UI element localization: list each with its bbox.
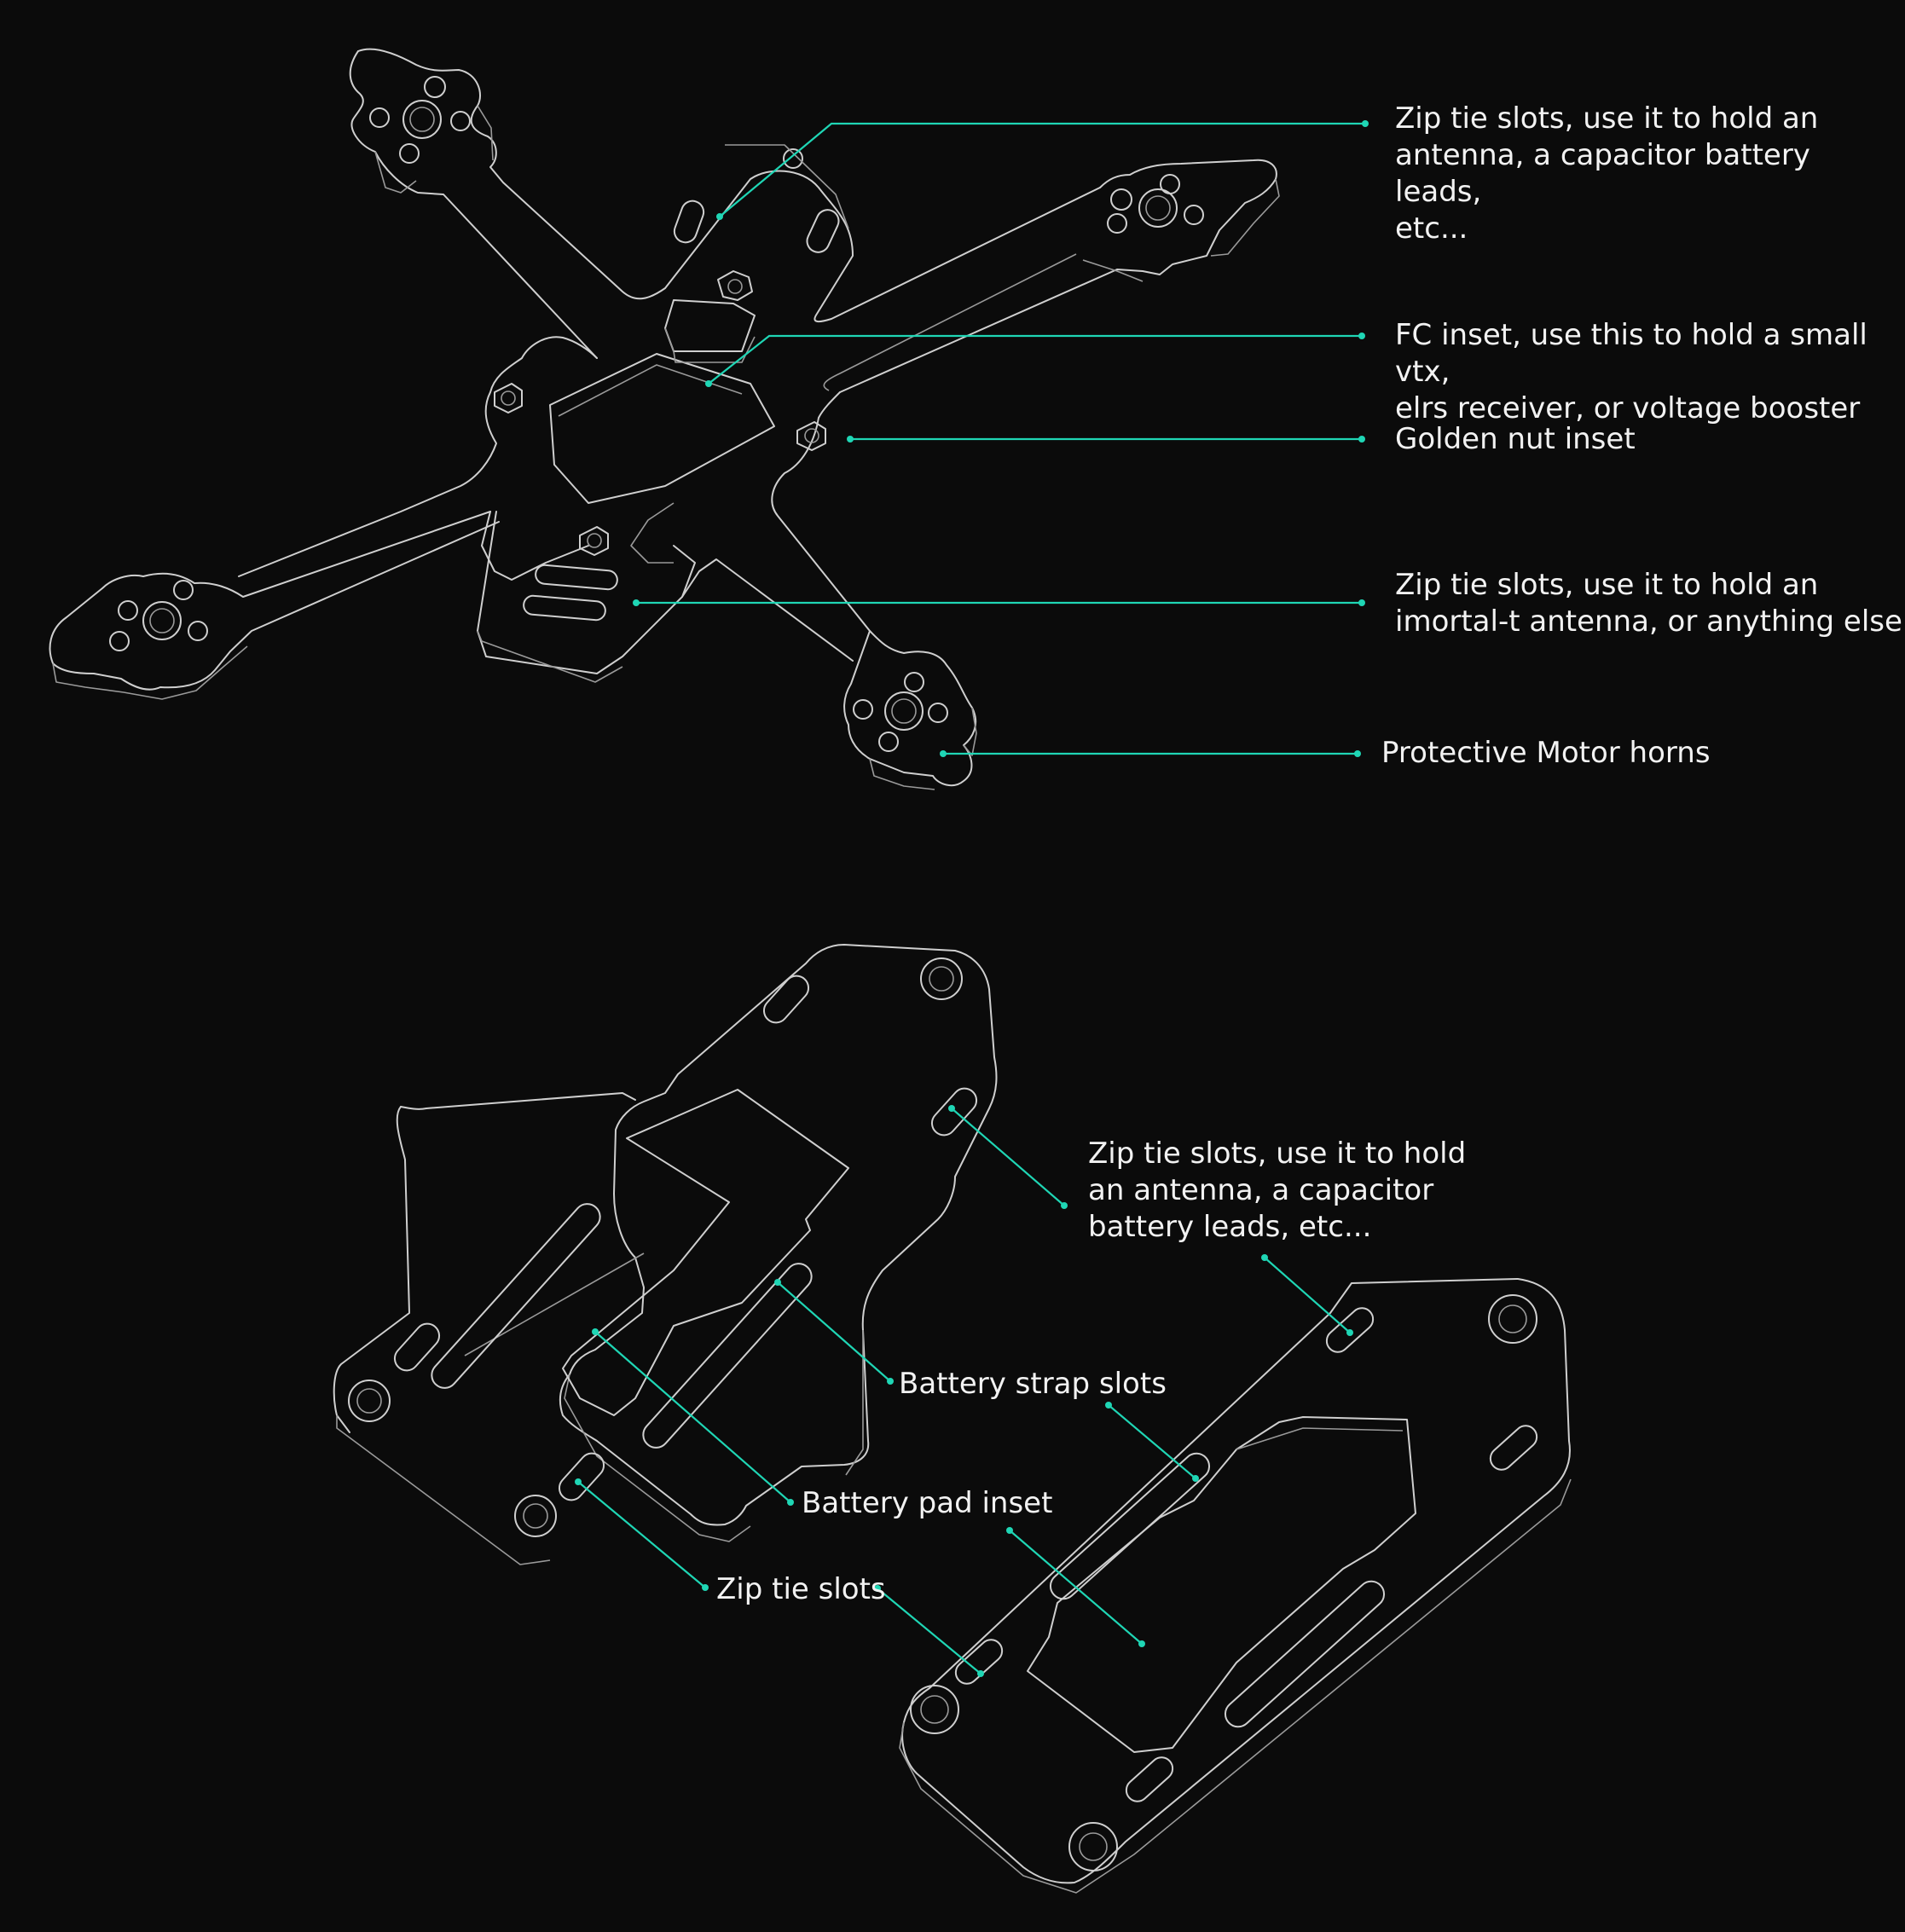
top-plate-upper: [333, 944, 998, 1565]
arm-rear-right: [843, 630, 977, 790]
callout-zip-tie-slots-4: Zip tie slots: [716, 1572, 886, 1606]
leader-zip-tie-slots-4a: [577, 1481, 706, 1588]
x-frame-bottom-plate: [49, 48, 1280, 790]
arm-front-left: [349, 48, 1101, 359]
leader-battery-pad-b: [1009, 1530, 1143, 1645]
frame-rear: [477, 511, 854, 683]
leader-battery-pad-a: [594, 1331, 791, 1503]
arm-rear-left: [49, 511, 500, 700]
callout-zip-tie-slots-3: Zip tie slots, use it to hold an antenna…: [1088, 1137, 1467, 1244]
callout-fc-inset: FC inset, use this to hold a small vtx, …: [1395, 318, 1867, 425]
callout-zip-tie-slots-1: Zip tie slots, use it to hold an antenna…: [1395, 101, 1819, 246]
leader-battery-strap-b: [1108, 1404, 1196, 1479]
leader-zip-tie-slots-4b: [877, 1588, 981, 1675]
leader-lines: [575, 120, 1369, 1677]
leader-zip-tie-slots-1: [719, 122, 1365, 217]
leader-zip-tie-slots-3b: [1264, 1257, 1351, 1333]
callout-zip-tie-slots-2: Zip tie slots, use it to hold an imortal…: [1395, 568, 1902, 639]
leader-zip-tie-slots-3a: [951, 1108, 1065, 1206]
top-plate-lower: [899, 1278, 1572, 1894]
callout-golden-nut-inset: Golden nut inset: [1395, 422, 1636, 456]
frame-body: [238, 144, 871, 632]
callout-battery-pad-inset: Battery pad inset: [802, 1486, 1053, 1520]
leader-fc-inset: [708, 334, 1362, 385]
leader-battery-strap-a: [777, 1281, 891, 1382]
callout-battery-strap-slots: Battery strap slots: [899, 1367, 1167, 1401]
callout-motor-horns: Protective Motor horns: [1381, 736, 1711, 770]
arm-front-right: [823, 159, 1280, 393]
